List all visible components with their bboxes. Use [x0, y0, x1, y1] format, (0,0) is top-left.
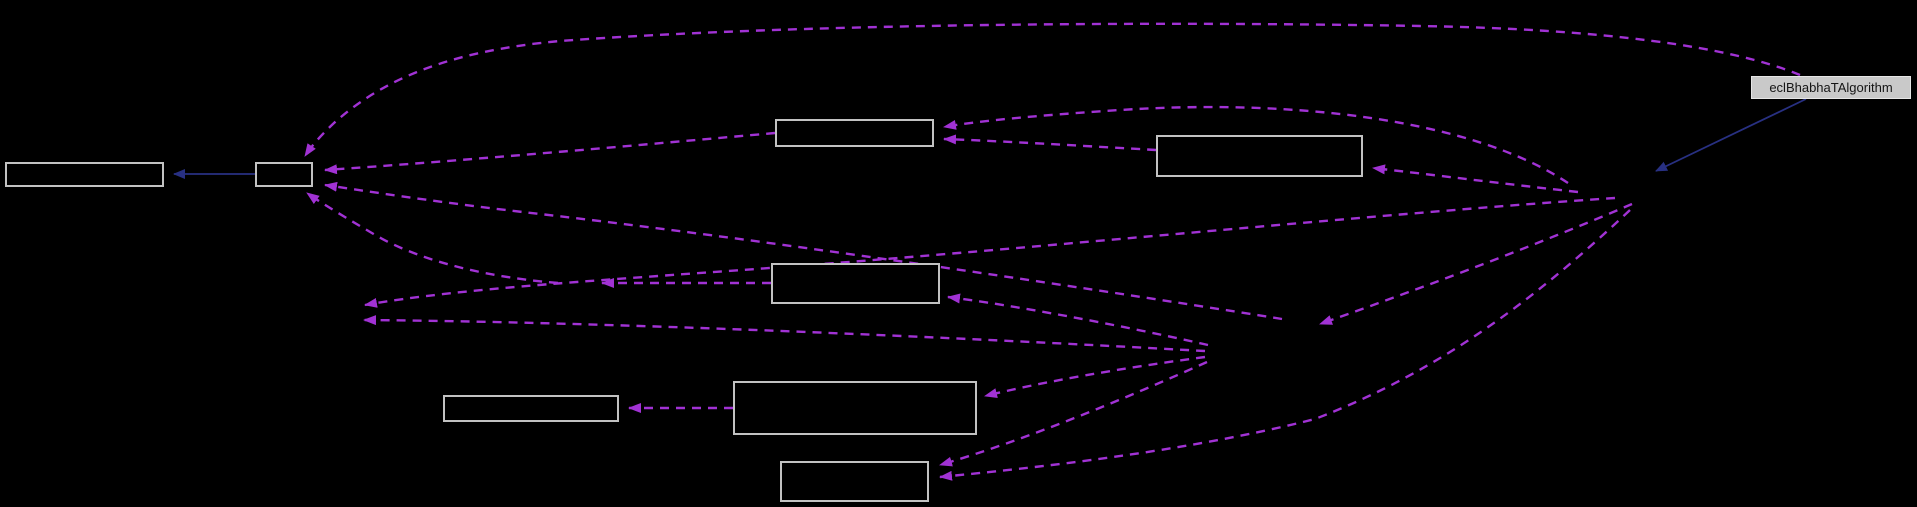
usage-junction-to-center [947, 293, 1209, 347]
graph-node-small[interactable] [255, 162, 313, 187]
usage-topmiddle-to-small [324, 131, 776, 175]
usage-junction-to-bottom-upper [939, 360, 1208, 467]
graph-node-left[interactable] [5, 162, 164, 187]
graph-node-bottom-large[interactable] [733, 381, 977, 435]
graph-node-center[interactable] [771, 263, 940, 304]
usage-hub-to-topmiddle [943, 105, 1569, 185]
usage-west-to-small-bottom [306, 192, 559, 285]
usage-junction-to-bottomlarge [984, 355, 1206, 398]
usage-hub-to-bottom-lower [939, 209, 1631, 481]
graph-node-right[interactable] [1156, 135, 1363, 177]
graph-node-bottom[interactable] [780, 461, 929, 502]
graph-node-bottom-left[interactable] [443, 395, 619, 422]
usage-hub-to-left-junction [364, 196, 1616, 308]
usage-hub-to-right [1372, 164, 1579, 194]
graph-node-main[interactable]: eclBhabhaTAlgorithm [1751, 76, 1911, 99]
usage-hub-to-mid-junction [1319, 202, 1633, 326]
inheritance-main-to-hub [1655, 98, 1807, 172]
graph-node-top-middle[interactable] [775, 119, 934, 147]
usage-top-arc-to-small-top [304, 22, 1801, 157]
graph-node-label: eclBhabhaTAlgorithm [1769, 80, 1893, 95]
usage-junction-to-small-lower [324, 181, 1283, 321]
usage-junction-to-far-left [363, 315, 1206, 353]
